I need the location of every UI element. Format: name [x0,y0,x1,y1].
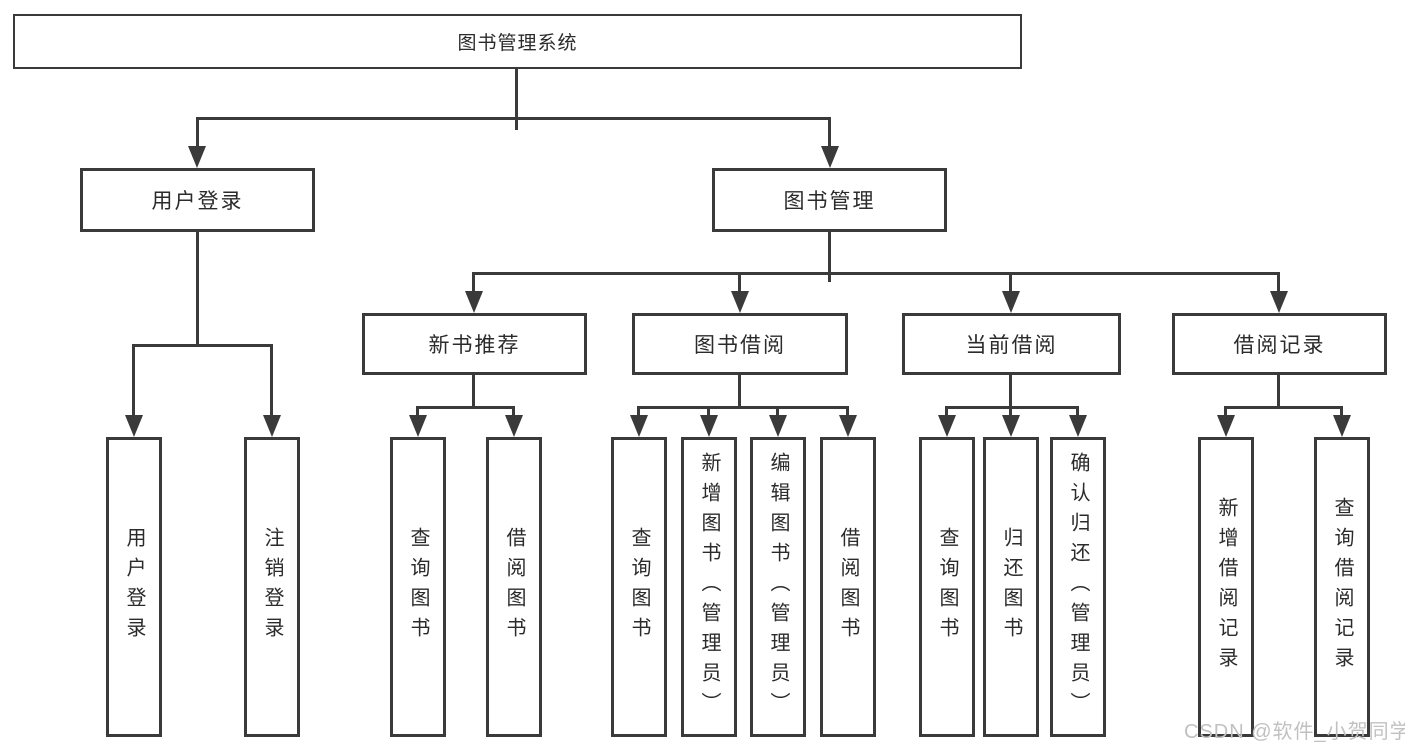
connector-line [1076,406,1079,418]
arrow-down-icon [731,291,749,313]
node-user-login: 用户登录 [80,168,315,232]
connector-line [132,344,273,347]
connector-line [416,406,419,418]
connector-line [512,406,515,418]
connector-line [1009,272,1012,294]
leaf-confirm-return-admin: 确认归还（管理员） [1050,437,1106,737]
connector-line [472,272,475,294]
node-label: 新增图书（管理员） [698,452,720,722]
leaf-add-borrow-record: 新增借阅记录 [1198,437,1254,737]
leaf-edit-book-admin: 编辑图书（管理员） [750,437,806,737]
node-label: 确认归还（管理员） [1067,452,1089,722]
connector-line [196,232,199,344]
node-label: 查询图书 [628,527,650,647]
leaf-logout: 注销登录 [244,437,300,737]
connector-line [132,344,135,417]
leaf-user-login: 用户登录 [106,437,162,737]
node-label: 图书借阅 [694,334,786,357]
arrow-down-icon [1217,415,1235,437]
node-label: 查询图书 [936,527,958,647]
leaf-query-books-recommend: 查询图书 [390,437,446,737]
arrow-down-icon [125,415,143,437]
node-label: 编辑图书（管理员） [767,452,789,722]
arrow-down-icon [938,415,956,437]
arrow-down-icon [821,146,839,168]
connector-line [945,406,948,418]
connector-line [945,406,1079,409]
node-label: 借阅记录 [1233,334,1326,357]
node-label: 借阅图书 [837,527,859,647]
connector-line [846,406,849,418]
arrow-down-icon [1270,291,1288,313]
node-label: 借阅图书 [503,527,525,647]
node-label: 注销登录 [261,527,283,647]
node-label: 新书推荐 [428,334,521,357]
leaf-borrow-books-recommend: 借阅图书 [486,437,542,737]
arrow-down-icon [839,415,857,437]
node-label: 图书管理系统 [457,33,578,54]
node-label: 图书管理 [783,190,876,213]
connector-line [828,232,831,282]
arrow-down-icon [409,415,427,437]
connector-line [776,406,779,418]
connector-line [270,344,273,417]
arrow-down-icon [188,146,206,168]
leaf-add-book-admin: 新增图书（管理员） [681,437,737,737]
node-label: 归还图书 [1000,527,1022,647]
connector-line [1224,406,1227,418]
connector-line [472,375,475,406]
node-label: 用户登录 [151,190,244,213]
node-new-book-recommend: 新书推荐 [362,313,587,375]
node-label: 查询图书 [407,527,429,647]
node-book-management: 图书管理 [712,168,947,232]
node-label: 新增借阅记录 [1215,497,1237,677]
connector-line [738,272,741,294]
arrow-down-icon [1069,415,1087,437]
connector-line [1277,272,1280,294]
leaf-borrow-books-borrowing: 借阅图书 [820,437,876,737]
connector-line [1224,406,1343,409]
connector-line [738,375,741,406]
arrow-down-icon [630,415,648,437]
node-library-system: 图书管理系统 [13,14,1022,69]
node-borrowing-records: 借阅记录 [1172,313,1387,375]
connector-line [1277,375,1280,406]
connector-line [196,117,199,150]
leaf-return-book: 归还图书 [983,437,1039,737]
arrow-down-icon [700,415,718,437]
connector-line [828,117,831,150]
node-label: 用户登录 [123,527,145,647]
connector-line [1340,406,1343,418]
connector-line [472,272,1280,275]
node-book-borrowing: 图书借阅 [632,313,848,375]
arrow-down-icon [1002,415,1020,437]
connector-line [637,406,640,418]
connector-line [1009,375,1012,406]
arrow-down-icon [1333,415,1351,437]
arrow-down-icon [1002,291,1020,313]
connector-line [515,69,518,130]
arrow-down-icon [769,415,787,437]
leaf-query-borrow-record: 查询借阅记录 [1314,437,1370,737]
csdn-watermark: CSDN @软件_小贺同学 [1184,721,1405,743]
arrow-down-icon [465,291,483,313]
connector-line [707,406,710,418]
arrow-down-icon [263,415,281,437]
leaf-query-books-current: 查询图书 [919,437,975,737]
connector-line [637,406,849,409]
leaf-query-books-borrowing: 查询图书 [611,437,667,737]
connector-line [196,117,831,120]
connector-line [1009,406,1012,418]
connector-line [416,406,515,409]
arrow-down-icon [505,415,523,437]
node-current-borrowing: 当前借阅 [902,313,1121,375]
node-label: 当前借阅 [965,334,1058,357]
node-label: 查询借阅记录 [1331,497,1353,677]
